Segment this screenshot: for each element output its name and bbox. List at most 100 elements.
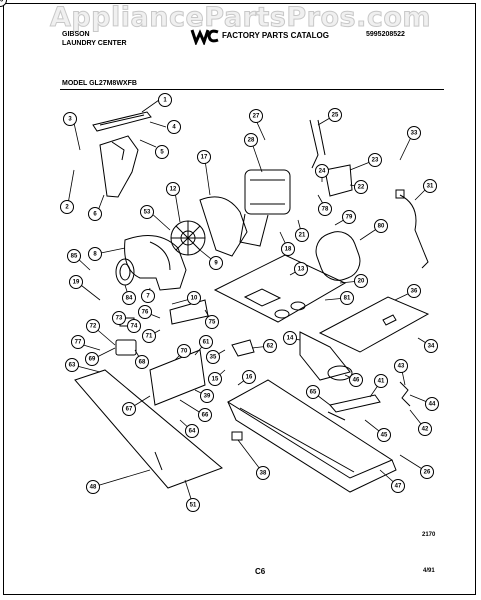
capacitor-part: [315, 231, 361, 281]
callout-label: 18: [285, 247, 292, 253]
callout-label: 85: [71, 254, 78, 260]
callout-41: 41: [374, 374, 388, 388]
callout-1: 1: [158, 93, 172, 107]
power-cord-part: [395, 189, 429, 269]
callout-label: 39: [204, 394, 211, 400]
callout-label: 25: [332, 113, 339, 119]
callout-label: 23: [372, 158, 379, 164]
blower-housing-part: [124, 235, 187, 291]
catalog-title: FACTORY PARTS CATALOG: [222, 31, 329, 40]
callout-label: 76: [142, 310, 149, 316]
rail-part: [327, 394, 381, 421]
callout-label: 21: [299, 233, 306, 239]
callout-label: 9: [214, 261, 218, 267]
callout-label: 46: [353, 378, 360, 384]
callout-74: 74: [127, 319, 141, 333]
mounting-bracket-part: [231, 339, 255, 357]
filter-housing-part: [99, 135, 139, 198]
callout-31: 31: [423, 179, 437, 193]
callout-label: 53: [144, 210, 151, 216]
callout-61: 61: [199, 335, 213, 349]
callout-label: 12: [170, 187, 177, 193]
callout-35: 35: [206, 350, 220, 364]
exhaust-duct-part: [299, 331, 353, 381]
callout-label: 3: [68, 117, 72, 123]
callout-label: 80: [378, 224, 385, 230]
callout-71: 71: [142, 329, 156, 343]
callout-label: 24: [319, 169, 326, 175]
callout-46: 46: [349, 373, 363, 387]
callout-23: 23: [368, 153, 382, 167]
callout-39: 39: [200, 389, 214, 403]
callout-label: 70: [181, 349, 188, 355]
callout-label: 66: [202, 413, 209, 419]
callout-69: 69: [85, 352, 99, 366]
callout-63: 63: [65, 358, 79, 372]
callout-78: 78: [318, 202, 332, 216]
spring-part: [399, 381, 411, 407]
callout-2: 2: [60, 200, 74, 214]
wci-logo: [190, 27, 220, 45]
callout-21: 21: [295, 228, 309, 242]
callout-label: 10: [191, 296, 198, 302]
switch-bracket-part: [149, 349, 206, 406]
callout-10: 10: [187, 291, 201, 305]
callout-47: 47: [391, 479, 405, 493]
callout-76: 76: [138, 305, 152, 319]
callout-20: 20: [354, 274, 368, 288]
callout-label: 73: [116, 316, 123, 322]
callout-27: 27: [249, 109, 263, 123]
lint-filter-part: [92, 111, 152, 132]
callout-75: 75: [205, 315, 219, 329]
callout-50: 50: [0, 0, 7, 7]
revision-date: 4/91: [423, 568, 435, 574]
callout-label: 44: [429, 402, 436, 408]
callout-24: 24: [315, 164, 329, 178]
callout-42: 42: [418, 422, 432, 436]
callout-67: 67: [122, 402, 136, 416]
callout-6: 6: [88, 207, 102, 221]
callout-label: 34: [428, 344, 435, 350]
callout-85: 85: [67, 249, 81, 263]
callout-48: 48: [86, 480, 100, 494]
callout-label: 22: [358, 185, 365, 191]
callout-label: 4: [172, 125, 176, 131]
callout-34: 34: [424, 339, 438, 353]
callout-12: 12: [166, 182, 180, 196]
page-border: [3, 3, 476, 595]
callout-64: 64: [185, 424, 199, 438]
callout-62: 62: [263, 339, 277, 353]
brand-label: GIBSON: [62, 31, 90, 38]
callout-26: 26: [420, 465, 434, 479]
callout-label: 33: [411, 131, 418, 137]
callout-label: 35: [210, 355, 217, 361]
callout-label: 74: [131, 324, 138, 330]
callout-label: 26: [424, 470, 431, 476]
base-frame-part: [227, 379, 397, 493]
callout-9: 9: [209, 256, 223, 270]
callout-66: 66: [198, 408, 212, 422]
callout-label: 14: [287, 336, 294, 342]
callout-label: 20: [358, 279, 365, 285]
callout-28: 28: [244, 133, 258, 147]
callout-label: 65: [310, 390, 317, 396]
drive-motor-part: [239, 169, 291, 247]
watermark: AppliancePartsPros.com: [49, 2, 432, 34]
callout-68: 68: [135, 355, 149, 369]
callout-label: 69: [89, 357, 96, 363]
blower-wheel-part: [170, 220, 206, 256]
callout-label: 43: [398, 364, 405, 370]
callout-38: 38: [256, 466, 270, 480]
callout-19: 19: [69, 275, 83, 289]
callout-label: 79: [346, 215, 353, 221]
callout-label: 15: [212, 377, 219, 383]
callout-label: 63: [69, 363, 76, 369]
callout-label: 6: [93, 212, 97, 218]
callout-label: 16: [246, 375, 253, 381]
callout-77: 77: [71, 335, 85, 349]
callout-label: 67: [126, 407, 133, 413]
callout-65: 65: [306, 385, 320, 399]
callout-51: 51: [186, 498, 200, 512]
